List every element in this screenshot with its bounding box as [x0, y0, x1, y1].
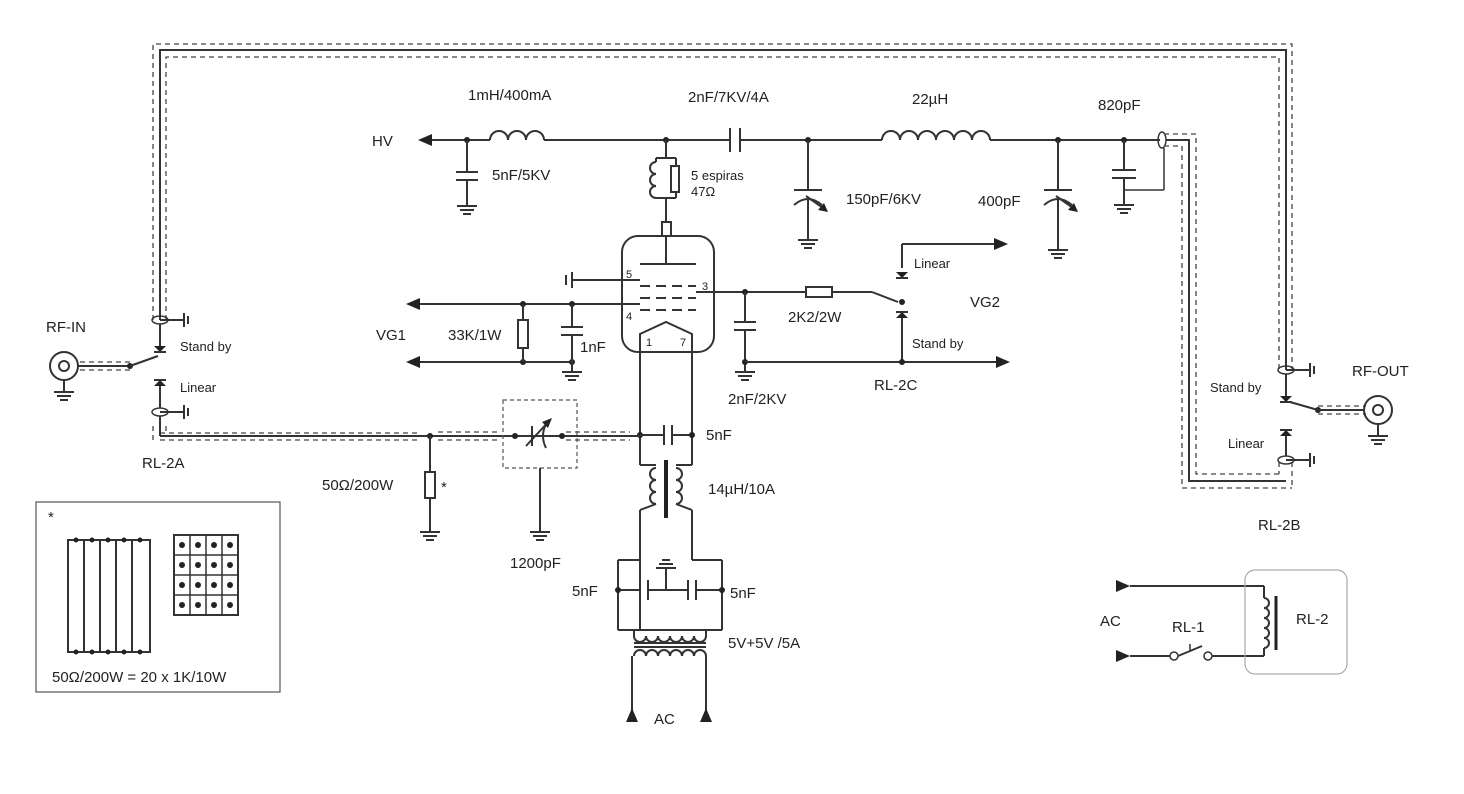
label-cap-1nf: 1nF	[580, 339, 606, 356]
label-cap-5nf-left: 5nF	[572, 583, 598, 600]
grid-dot	[179, 562, 185, 568]
label-parasitic-turns: 5 espiras	[691, 168, 744, 183]
label-inset-caption: 50Ω/200W = 20 x 1K/10W	[52, 669, 227, 686]
tune-capacitor	[793, 140, 828, 249]
label-cap-5nf-input: 5nF	[706, 427, 732, 444]
vg1-network	[406, 298, 640, 381]
label-parasitic-res: 47Ω	[691, 184, 715, 199]
filament-circuit	[615, 360, 725, 722]
rf-in-section	[49, 313, 189, 426]
grid-dot	[195, 602, 201, 608]
label-linear-out: Linear	[1228, 436, 1265, 451]
label-cap-2nf-2kv: 2nF/2KV	[728, 391, 786, 408]
label-rl2a: RL-2A	[142, 455, 185, 472]
bypass-coax	[152, 43, 1293, 440]
label-linear-in: Linear	[180, 380, 217, 395]
grid-dot	[227, 562, 233, 568]
hv-rail	[418, 128, 1167, 152]
label-pin-1: 1	[646, 337, 652, 349]
grid-dot	[195, 542, 201, 548]
hv-bypass-capacitor	[456, 140, 478, 215]
grid-dot	[211, 582, 217, 588]
grid-dot	[227, 582, 233, 588]
grid-dot	[195, 582, 201, 588]
input-coax	[160, 399, 640, 541]
label-cap-5nf-right: 5nF	[730, 585, 756, 602]
label-load-cap: 400pF	[978, 193, 1021, 210]
load-capacitor	[1043, 140, 1078, 259]
output-capacitor	[1112, 140, 1165, 214]
label-pin-4: 4	[626, 311, 632, 323]
label-vg1: VG1	[376, 327, 406, 344]
label-asterisk: *	[441, 479, 447, 496]
label-ac-relay: AC	[1100, 613, 1121, 630]
screen-grid-ground	[565, 272, 640, 288]
label-rl2b: RL-2B	[1258, 517, 1301, 534]
label-hv: HV	[372, 133, 393, 150]
label-tune-cap: 150pF/6KV	[846, 191, 921, 208]
label-cap-5nf-5kv: 5nF/5KV	[492, 167, 550, 184]
grid-dot	[211, 602, 217, 608]
grid-dot	[227, 542, 233, 548]
label-dummy-load: 50Ω/200W	[322, 477, 394, 494]
label-pin-7: 7	[680, 337, 686, 349]
label-rl1: RL-1	[1172, 619, 1205, 636]
label-vg2: VG2	[970, 294, 1000, 311]
vg2-network	[696, 238, 1010, 381]
grid-dot	[195, 562, 201, 568]
label-ac-fil: AC	[654, 711, 675, 728]
label-rl2c: RL-2C	[874, 377, 918, 394]
grid-dot	[179, 542, 185, 548]
grid-dot	[211, 542, 217, 548]
label-rl2: RL-2	[1296, 611, 1329, 628]
label-rf-in: RF-IN	[46, 319, 86, 336]
label-res-33k: 33K/1W	[448, 327, 502, 344]
label-standby-top: Stand by	[912, 336, 964, 351]
label-cap-820pf: 820pF	[1098, 97, 1141, 114]
label-pin-5: 5	[626, 269, 632, 281]
relay-control	[1116, 569, 1348, 675]
label-inset-asterisk: *	[48, 509, 54, 526]
grid-dot	[227, 602, 233, 608]
output-coax	[1164, 133, 1293, 489]
label-res-2k2: 2K2/2W	[788, 309, 842, 326]
label-choke-14uh: 14µH/10A	[708, 481, 775, 498]
resistor-grid-dots	[179, 542, 233, 608]
label-choke-1mh: 1mH/400mA	[468, 87, 551, 104]
rf-out-section	[1277, 363, 1393, 467]
label-rf-out: RF-OUT	[1352, 363, 1409, 380]
grid-dot	[211, 562, 217, 568]
label-transformer: 5V+5V /5A	[728, 635, 800, 652]
label-cap-2nf-7kv: 2nF/7KV/4A	[688, 89, 769, 106]
label-standby-out: Stand by	[1210, 380, 1262, 395]
label-pin-3: 3	[702, 281, 708, 293]
label-cap-1200pf: 1200pF	[510, 555, 561, 572]
label-standby-in: Stand by	[180, 339, 232, 354]
label-linear-top: Linear	[914, 256, 951, 271]
grid-dot	[179, 582, 185, 588]
parasitic-suppressor	[649, 140, 680, 237]
grid-dot	[179, 602, 185, 608]
dummy-load-inset	[35, 501, 281, 693]
vacuum-tube	[621, 235, 715, 360]
label-coil-22uh: 22µH	[912, 91, 948, 108]
